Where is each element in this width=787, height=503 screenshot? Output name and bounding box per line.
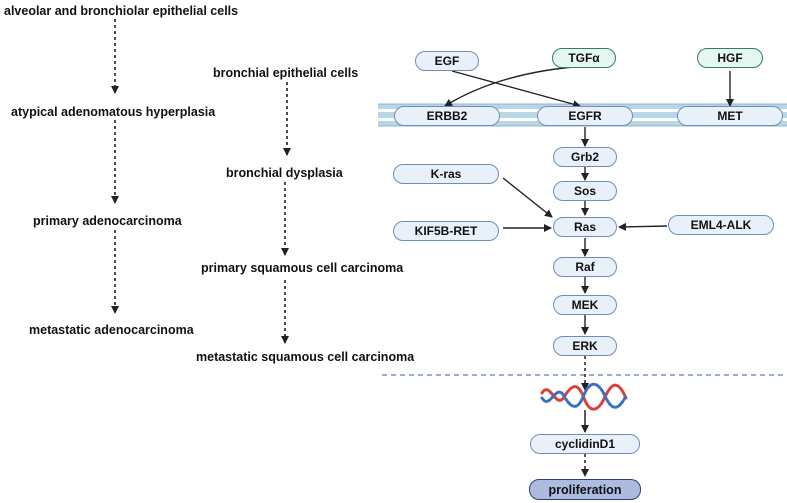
left-step-2: atypical adenomatous hyperplasia [11,105,216,119]
ligand-receptor-arrows [444,65,734,109]
node-eml4-alk: EML4-ALK [668,215,774,235]
node-erbb2: ERBB2 [394,106,500,126]
node-kras: K-ras [393,164,499,184]
node-egf: EGF [415,51,479,71]
node-proliferation: proliferation [529,479,641,500]
middle-step-3: primary squamous cell carcinoma [201,261,404,275]
middle-step-2: bronchial dysplasia [226,166,343,180]
middle-step-4: metastatic squamous cell carcinoma [196,350,415,364]
node-ras: Ras [553,217,617,237]
left-step-4: metastatic adenocarcinoma [29,323,194,337]
left-step-1: alveolar and bronchiolar epithelial cell… [4,4,239,18]
node-raf: Raf [553,257,617,277]
left-step-3: primary adenocarcinoma [33,214,182,228]
node-grb2: Grb2 [553,147,617,167]
node-erk: ERK [553,336,617,356]
node-kif5b-ret: KIF5B-RET [393,221,499,241]
node-hgf: HGF [697,48,763,68]
cascade-arrows [502,127,668,335]
node-met: MET [677,106,783,126]
middle-step-1: bronchial epithelial cells [213,66,359,80]
middle-progression-arrows [281,82,291,344]
dna-helix-icon [540,382,628,411]
node-egfr: EGFR [537,106,633,126]
node-cyclind1: cyclidinD1 [530,434,640,454]
node-mek: MEK [553,295,617,315]
node-sos: Sos [553,181,617,201]
node-tgfa: TGFα [552,48,616,68]
